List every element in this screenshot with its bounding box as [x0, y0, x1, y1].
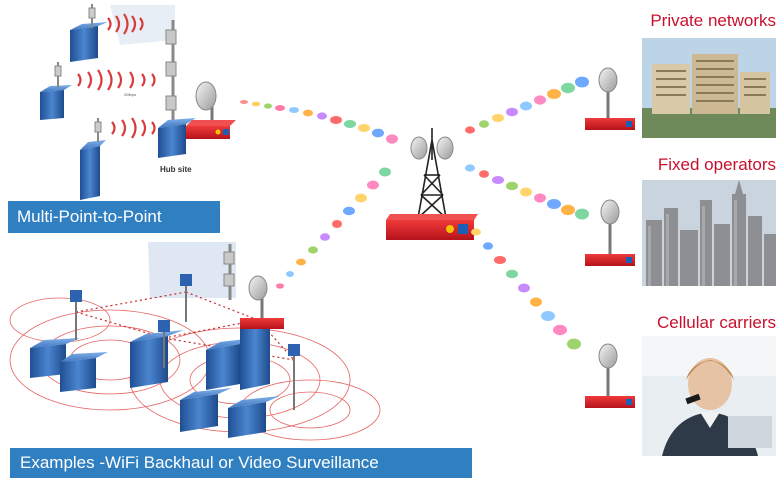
central-radio-unit: [386, 214, 478, 240]
hub-building: [158, 118, 196, 158]
heading-fixed-operators: Fixed operators: [657, 155, 776, 174]
campus-building-5: [180, 388, 232, 432]
cellular-carriers-photo: [642, 336, 776, 456]
heading-private-networks: Private networks: [650, 11, 776, 30]
heading-cellular-carriers: Cellular carriers: [656, 313, 776, 332]
multipoint-group: Hub site 2Mbps: [40, 4, 236, 200]
svg-text:2Mbps: 2Mbps: [124, 92, 136, 97]
fixed-operators-photo: [642, 180, 776, 286]
private-terminal: [585, 67, 635, 130]
signal-trail-center-to-fixed: [465, 164, 589, 220]
radio-waves-top-left: [77, 13, 156, 139]
remote-building-3: [80, 118, 106, 200]
campus-building-1: [30, 338, 80, 378]
hub-radio-unit: [186, 120, 236, 139]
hub-site-label: Hub site: [160, 165, 192, 174]
hub-dish-antenna: [195, 81, 217, 126]
campus-building-2: [60, 352, 108, 392]
cellular-terminal: [585, 343, 635, 408]
signal-trail-center-to-campus: [276, 167, 391, 289]
signal-trail-center-to-cellular: [471, 228, 581, 350]
campus-building-6: [228, 396, 280, 438]
remote-building-2: [40, 62, 72, 120]
multi-point-caption: Multi-Point-to-Point: [8, 201, 220, 233]
signal-trail-hub-to-center: [240, 100, 398, 144]
fixed-terminal: [585, 199, 635, 266]
central-tower: [410, 128, 454, 219]
signal-trail-center-to-private: [465, 76, 589, 134]
campus-building-3: [130, 330, 184, 388]
examples-caption: Examples -WiFi Backhaul or Video Surveil…: [10, 448, 472, 478]
camera-units: [70, 274, 300, 356]
camera-poles: [75, 284, 295, 410]
campus-group: [9, 242, 381, 441]
private-networks-photo: [642, 38, 776, 138]
campus-hub-mast: [223, 244, 284, 329]
remote-building-1: [70, 4, 108, 62]
